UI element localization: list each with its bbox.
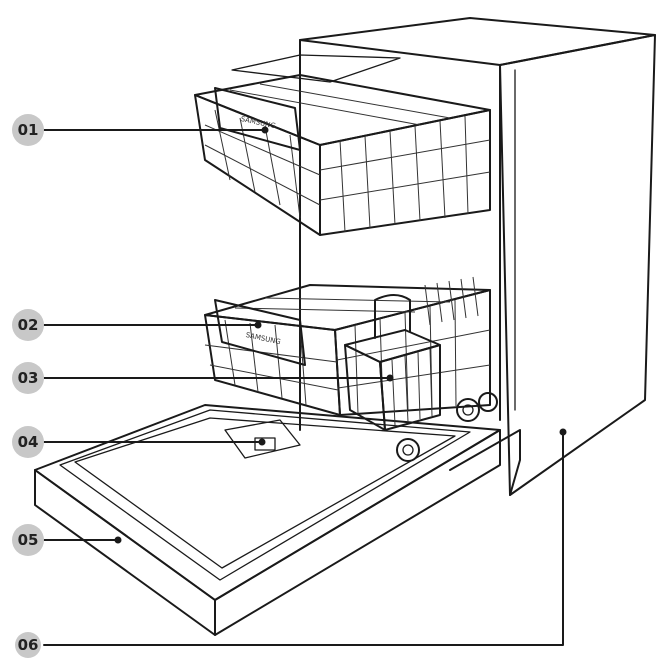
- callout-dot-03: [387, 375, 394, 382]
- door: [35, 405, 500, 635]
- lower-basket: SAMSUNG: [205, 277, 497, 461]
- callout-badge-04: 04: [12, 426, 44, 458]
- callout-dot-02: [255, 322, 262, 329]
- callout-dot-04: [259, 439, 266, 446]
- callout-line-06: [44, 432, 563, 645]
- callout-label-01: 01: [18, 121, 39, 139]
- callout-label-05: 05: [18, 531, 39, 549]
- cabinet-body: [300, 18, 655, 495]
- callout-badge-05: 05: [12, 524, 44, 556]
- callout-label-04: 04: [18, 433, 39, 451]
- callout-dot-01: [262, 127, 269, 134]
- callout-dot-06: [560, 429, 567, 436]
- callout-label-03: 03: [18, 369, 39, 387]
- callout-label-06: 06: [18, 636, 39, 654]
- callout-badge-03: 03: [12, 362, 44, 394]
- callout-badge-06: 06: [15, 632, 41, 658]
- callout-badge-02: 02: [12, 309, 44, 341]
- callout-badge-01: 01: [12, 114, 44, 146]
- svg-text:SAMSUNG: SAMSUNG: [240, 115, 277, 130]
- upper-basket: SAMSUNG: [195, 55, 490, 235]
- callout-badges: 01 02 03 04 05 06: [12, 114, 44, 658]
- callout-dot-05: [115, 537, 122, 544]
- callout-label-02: 02: [18, 316, 39, 334]
